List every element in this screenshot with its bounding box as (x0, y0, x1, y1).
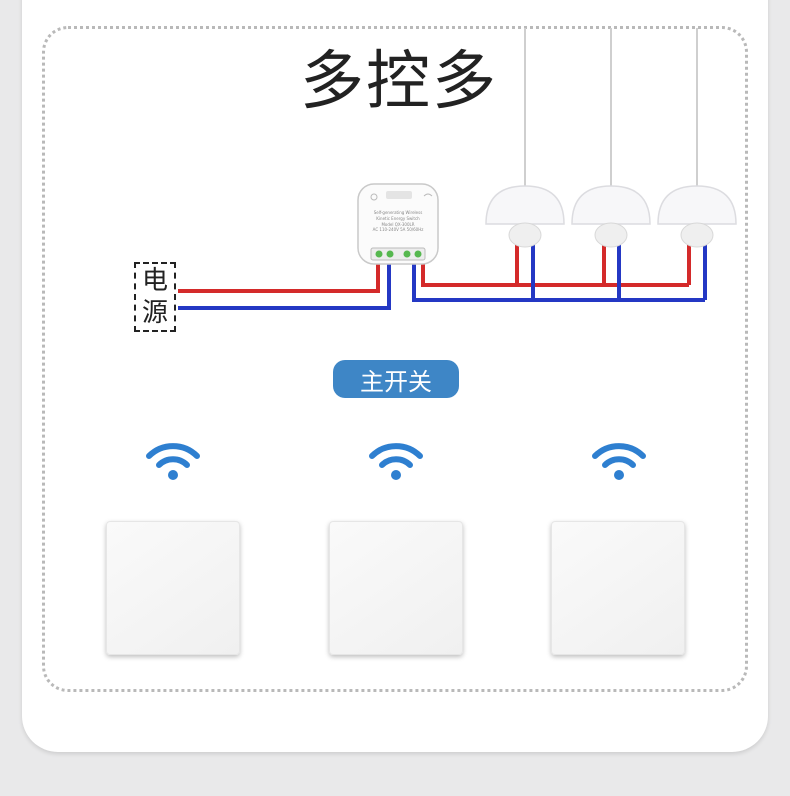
pendant-lamp (485, 185, 565, 248)
power-wires (178, 262, 391, 310)
lamp-wires (412, 240, 707, 302)
pendant-lamp (657, 185, 737, 248)
receiver-module: Self-generating Wireless Kinetic Energy … (357, 183, 439, 265)
diagram-frame (42, 26, 748, 692)
power-label-char-1: 电 (141, 266, 168, 296)
main-switch-badge: 主开关 (333, 360, 459, 398)
wifi-icon (369, 443, 423, 480)
module-text-1: Self-generating Wireless (374, 210, 423, 215)
wifi-icon (592, 443, 646, 480)
power-source-label: 电 源 (134, 262, 176, 332)
module-text-2: Kinetic Energy Switch (376, 216, 420, 221)
wireless-switch-panel[interactable] (329, 521, 463, 655)
power-label-char-2: 源 (141, 298, 168, 328)
wireless-switch-panel[interactable] (106, 521, 240, 655)
live-wire (178, 262, 380, 293)
page-title: 多控多 (300, 45, 498, 119)
module-text-3: Model QX-300LR (381, 222, 414, 227)
pendant-lamp (571, 185, 651, 248)
live-wire (421, 262, 689, 287)
wifi-icon (146, 443, 200, 480)
neutral-wire (178, 262, 391, 310)
wireless-switch-panel[interactable] (551, 521, 685, 655)
module-text-4: AC 110-240V 5A 50/60Hz (373, 227, 424, 232)
neutral-wire (412, 262, 705, 302)
module-terminals (370, 247, 426, 261)
